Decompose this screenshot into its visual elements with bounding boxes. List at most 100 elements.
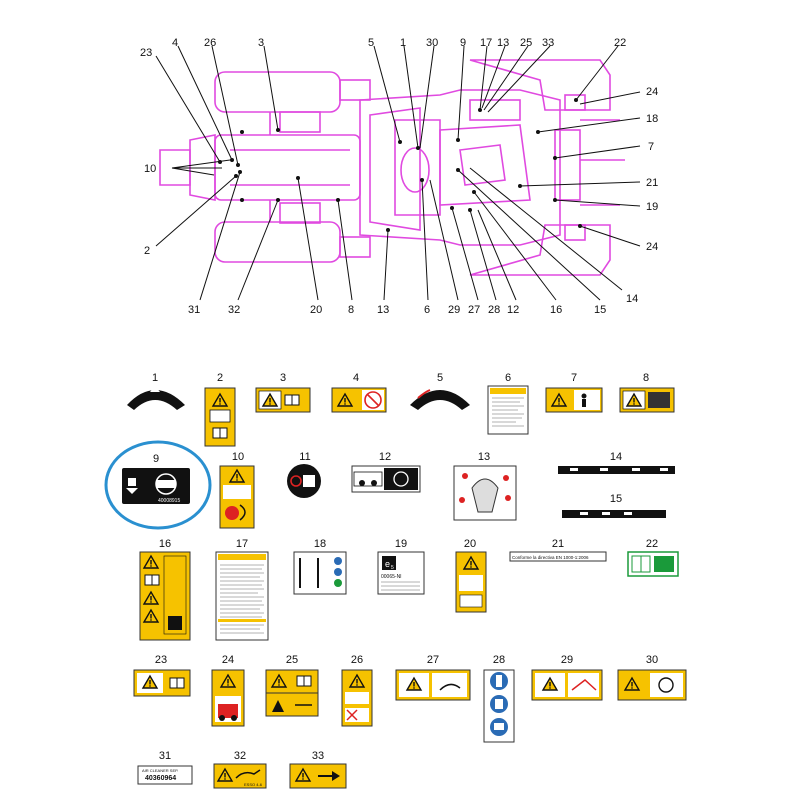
decal-num-21: 21 (552, 538, 564, 550)
decal-num-8: 8 (643, 372, 649, 384)
decal-19-code: 00065-NI (381, 574, 402, 580)
callout-17: 17 (480, 37, 492, 49)
callout-31: 31 (188, 304, 200, 316)
decal-9-code: 40008915 (158, 498, 180, 504)
callout-12: 12 (507, 304, 519, 316)
decal-num-13: 13 (478, 451, 490, 463)
callout-27: 27 (468, 304, 480, 316)
decal-28 (483, 669, 515, 743)
callout-7: 7 (648, 141, 654, 153)
decal-num-27: 27 (427, 654, 439, 666)
decal-21-text: Conforme la directiva EN 1000-1:2006 (512, 555, 589, 560)
decal-25 (265, 669, 319, 717)
decal-num-18: 18 (314, 538, 326, 550)
decal-num-14: 14 (610, 451, 622, 463)
callout-25: 25 (520, 37, 532, 49)
callout-13b: 13 (377, 304, 389, 316)
decal-22 (627, 551, 679, 577)
decal-num-25: 25 (286, 654, 298, 666)
callout-20: 20 (310, 304, 322, 316)
callout-8: 8 (348, 304, 354, 316)
decal-32: ESSO 4-6 (213, 763, 267, 789)
top-callouts: 23 4 26 3 5 1 30 9 17 13 25 33 22 24 18 … (140, 37, 658, 316)
callout-24b: 24 (646, 241, 658, 253)
decal-num-26: 26 (351, 654, 363, 666)
callout-9: 9 (460, 37, 466, 49)
diagram-points (218, 98, 582, 232)
decal-num-30: 30 (646, 654, 658, 666)
decal-num-29: 29 (561, 654, 573, 666)
decal-num-33: 33 (312, 750, 324, 762)
callout-14: 14 (626, 293, 638, 305)
decal-num-3: 3 (280, 372, 286, 384)
decal-9: 40008915 (104, 440, 212, 530)
decal-4 (331, 387, 387, 413)
decal-num-24: 24 (222, 654, 234, 666)
decal-32-text: ESSO 4-6 (244, 782, 263, 787)
decal-20 (455, 551, 487, 613)
decal-30 (617, 669, 687, 701)
decal-19-sub: 5 (391, 565, 394, 571)
decal-num-5: 5 (437, 372, 443, 384)
decal-num-28: 28 (493, 654, 505, 666)
decal-1 (127, 386, 185, 410)
callout-28: 28 (488, 304, 500, 316)
decal-num-9: 9 (153, 453, 159, 465)
decal-num-12: 12 (379, 451, 391, 463)
decal-29 (531, 669, 603, 701)
callout-21: 21 (646, 177, 658, 189)
decal-17 (215, 551, 269, 641)
callout-10: 10 (144, 163, 156, 175)
decal-27 (395, 669, 471, 701)
callout-33: 33 (542, 37, 554, 49)
decal-num-2: 2 (217, 372, 223, 384)
callout-30: 30 (426, 37, 438, 49)
callout-3: 3 (258, 37, 264, 49)
decal-num-19: 19 (395, 538, 407, 550)
callout-24a: 24 (646, 86, 658, 98)
decal-23 (133, 669, 191, 697)
callout-23: 23 (140, 47, 152, 59)
decal-15 (562, 510, 666, 518)
decal-10 (219, 465, 255, 529)
decal-24 (211, 669, 245, 727)
decal-14 (558, 466, 675, 474)
callout-32: 32 (228, 304, 240, 316)
tractor-plan-view (159, 59, 625, 276)
callout-15: 15 (594, 304, 606, 316)
decal-8 (619, 387, 675, 413)
callout-5: 5 (368, 37, 374, 49)
leader-lines (155, 45, 641, 301)
callout-13: 13 (497, 37, 509, 49)
decal-16 (139, 551, 191, 641)
callout-2: 2 (144, 245, 150, 257)
highlight-circle (104, 440, 212, 530)
callout-29: 29 (448, 304, 460, 316)
decal-3 (255, 387, 311, 413)
decal-num-32: 32 (234, 750, 246, 762)
decal-2 (204, 387, 236, 447)
decal-num-15: 15 (610, 493, 622, 505)
decal-num-10: 10 (232, 451, 244, 463)
decal-num-23: 23 (155, 654, 167, 666)
callout-22: 22 (614, 37, 626, 49)
decal-19: e 5 00065-NI (377, 551, 425, 595)
decal-26 (341, 669, 373, 727)
decal-31-code: 40360964 (145, 775, 176, 782)
decal-5 (410, 389, 470, 410)
decal-19-e: e (385, 559, 390, 569)
callout-4: 4 (172, 37, 178, 49)
decal-num-4: 4 (353, 372, 359, 384)
callout-26: 26 (204, 37, 216, 49)
decal-num-17: 17 (236, 538, 248, 550)
decal-21: Conforme la directiva EN 1000-1:2006 (509, 551, 607, 562)
decal-num-6: 6 (505, 372, 511, 384)
callout-19: 19 (646, 201, 658, 213)
decal-num-7: 7 (571, 372, 577, 384)
decal-6 (487, 385, 529, 435)
callout-16: 16 (550, 304, 562, 316)
callout-1: 1 (400, 37, 406, 49)
decal-num-20: 20 (464, 538, 476, 550)
decal-num-22: 22 (646, 538, 658, 550)
